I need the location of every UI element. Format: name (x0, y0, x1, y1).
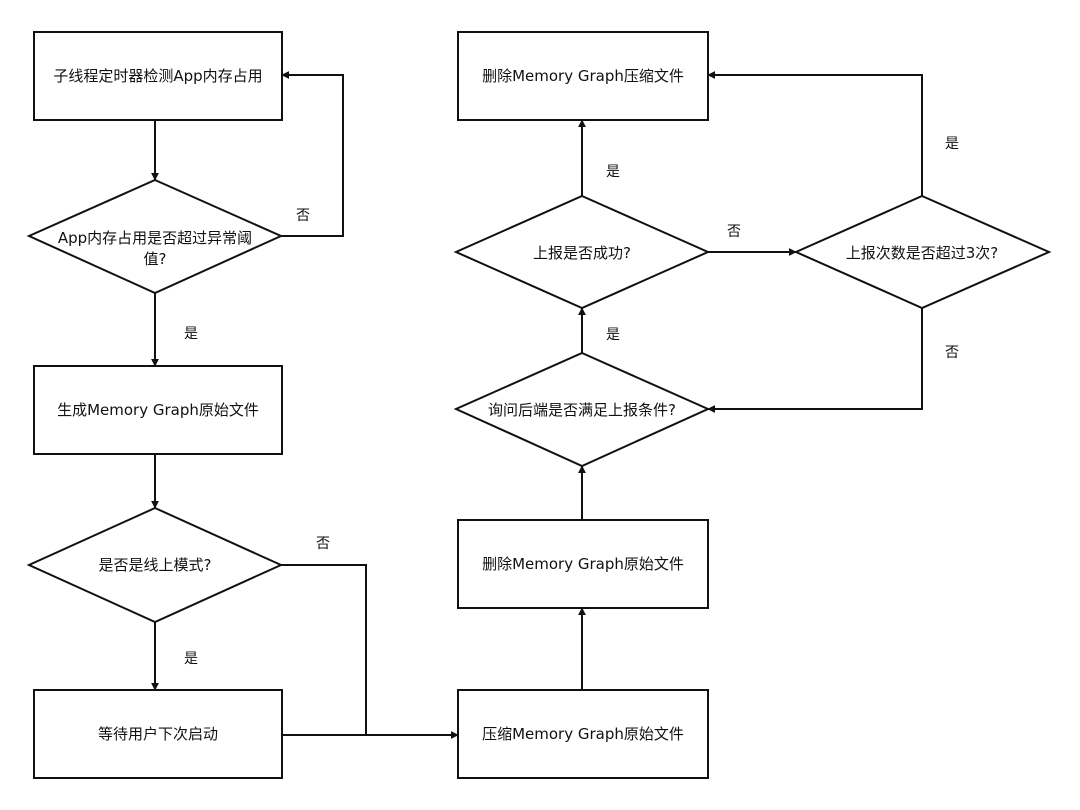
node-online-mode: 是否是线上模式? (26, 506, 284, 624)
edge-label-online-yes: 是 (184, 651, 198, 667)
edge-label-online-no: 否 (316, 536, 330, 552)
node-ask-backend-label: 询问后端是否满足上报条件? (488, 401, 676, 419)
node-generate-graph: 生成Memory Graph原始文件 (33, 365, 283, 455)
node-online-mode-label: 是否是线上模式? (99, 556, 212, 574)
edge-label-success-no: 否 (727, 224, 741, 240)
node-wait-launch: 等待用户下次启动 (33, 689, 283, 779)
node-upload-count-label: 上报次数是否超过3次? (846, 244, 999, 262)
node-memory-exceeded-label-line2: 值? (144, 250, 167, 268)
node-timer-check-label: 子线程定时器检测App内存占用 (53, 67, 262, 85)
edge-memory-check-no-loop (281, 71, 344, 237)
edge-label-ask-yes: 是 (606, 327, 620, 343)
edge-upload-count-no (707, 308, 923, 413)
edge-upload-count-yes (707, 71, 923, 196)
node-upload-count: 上报次数是否超过3次? (793, 194, 1052, 310)
node-memory-exceeded: App内存占用是否超过异常阈 值? (26, 178, 284, 295)
node-memory-exceeded-label-line1: App内存占用是否超过异常阈 (58, 229, 252, 247)
edge-label-memory-no: 否 (296, 208, 310, 224)
node-upload-success: 上报是否成功? (453, 194, 711, 310)
node-upload-success-label: 上报是否成功? (533, 244, 631, 262)
node-compress-graph: 压缩Memory Graph原始文件 (457, 689, 709, 779)
edge-online-mode-no (281, 564, 367, 735)
node-delete-original: 删除Memory Graph原始文件 (457, 519, 709, 609)
node-delete-original-label: 删除Memory Graph原始文件 (482, 555, 684, 573)
node-compress-graph-label: 压缩Memory Graph原始文件 (482, 725, 684, 743)
node-delete-compressed: 删除Memory Graph压缩文件 (457, 31, 709, 121)
node-ask-backend: 询问后端是否满足上报条件? (453, 351, 711, 468)
node-wait-launch-label: 等待用户下次启动 (98, 725, 218, 743)
edge-label-memory-yes: 是 (184, 326, 198, 342)
edge-label-success-yes: 是 (606, 164, 620, 180)
edge-label-count-no: 否 (945, 345, 959, 361)
edge-label-count-yes: 是 (945, 136, 959, 152)
node-delete-compressed-label: 删除Memory Graph压缩文件 (482, 67, 684, 85)
node-generate-graph-label: 生成Memory Graph原始文件 (57, 401, 259, 419)
node-timer-check: 子线程定时器检测App内存占用 (33, 31, 283, 121)
